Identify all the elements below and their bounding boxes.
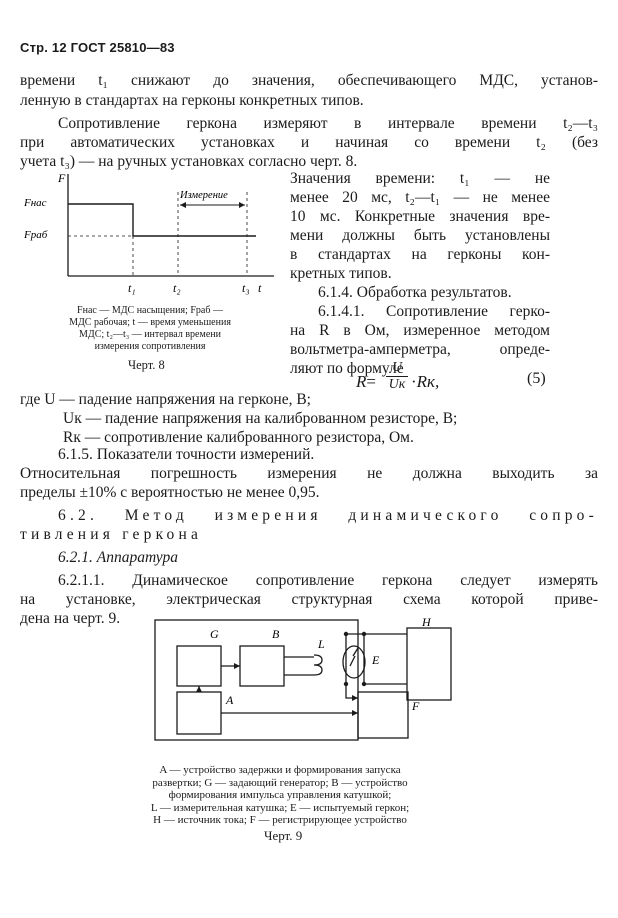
page-number: Стр. 12 <box>20 40 67 55</box>
p6211-line-1: 6.2.1.1. Динамическое сопротивление герк… <box>58 572 598 589</box>
section-621: 6.2.1. Аппаратура <box>58 549 178 566</box>
label-a: A <box>225 693 234 707</box>
p1-line-1: времени t₁ снижают до значения, обеспечи… <box>20 72 598 89</box>
label-f: F <box>411 699 420 713</box>
diagram-9-legend-line: A — устройство задержки и формирования з… <box>159 764 401 776</box>
diagram-9-legend-line: развертки; G — задающий генератор; B — у… <box>152 776 408 789</box>
right-col-line: вольтметра-амперметра, опреде- <box>290 341 550 358</box>
wire-h <box>346 633 407 685</box>
where-line: Uк — падение напряжения на калиброванном… <box>63 410 458 427</box>
outer-frame <box>154 619 359 741</box>
label-g: G <box>210 627 219 641</box>
axis-x-label: t <box>258 281 262 295</box>
diagram-9-legend: A — устройство задержки и формирования з… <box>110 764 450 827</box>
section-62-line-1: 6.2. Метод измерения динамического сопро… <box>58 507 598 524</box>
formula-r: R <box>356 372 367 391</box>
wire-e-f-left <box>345 634 358 699</box>
formula-denominator: Uк <box>386 376 408 393</box>
label-b: B <box>272 627 280 641</box>
formula-rk-value: Rк, <box>416 372 440 391</box>
right-col-line: Значения времени: t₁ — не <box>290 170 550 187</box>
t2-label: t₂ <box>173 281 181 295</box>
block-h <box>406 627 452 701</box>
t1-label: t₁ <box>128 281 136 295</box>
diagram-9-legend-line: L — измерительная катушка; E — испытуемы… <box>150 801 410 814</box>
formula-number: (5) <box>527 370 546 387</box>
formula-eq: = <box>366 372 376 391</box>
chart-8: F Fнас Fраб Измерение t₁ t₂ t₃ t <box>23 172 274 295</box>
right-col-line: мени должны быть установлены <box>290 227 550 244</box>
formula-numerator: U <box>391 360 403 375</box>
label-e: E <box>371 653 380 667</box>
formula-dot: · <box>411 372 417 391</box>
diagram-9: G B L H E A F <box>154 615 452 741</box>
p6211-line-3: дена на черт. 9. <box>20 610 121 627</box>
chart-8-legend-line: Fнас — МДС насыщения; Fраб — <box>77 305 223 316</box>
section-62-line-2: тивления геркона <box>20 526 203 543</box>
t3-label: t₃ <box>242 281 250 295</box>
p1-line-2: ленную в стандартах на герконы конкретны… <box>20 92 364 109</box>
measure-label: Измерение <box>179 190 228 201</box>
reed-contacts <box>349 647 359 667</box>
chart-8-caption: Черт. 8 <box>128 358 165 372</box>
block-a <box>176 691 222 735</box>
chart-8-legend-line: МДС рабочая; t — время уменьшения <box>69 317 231 328</box>
reed-switch-e <box>342 645 366 679</box>
chart-8-legend: Fнас — МДС насыщения; Fраб — МДС рабочая… <box>26 305 274 353</box>
section-615: 6.1.5. Показатели точности измерений. <box>58 446 315 463</box>
accuracy-line-2: пределы ±10% с вероятностью не менее 0,9… <box>20 484 320 501</box>
right-col-line: ляют по формуле <box>290 360 404 377</box>
where-line: Rк — сопротивление калиброванного резист… <box>63 429 414 446</box>
right-col-line: в стандартах на герконы кон- <box>290 246 550 263</box>
diagram-9-caption: Черт. 9 <box>264 828 303 843</box>
axis-y-label: F <box>57 172 66 185</box>
page-header: Стр. 12 ГОСТ 25810—83 <box>20 40 175 55</box>
chart-8-legend-line: МДС; t₂—t₃ — интервал времени <box>79 329 221 340</box>
standard-code: ГОСТ 25810—83 <box>70 40 175 55</box>
p2-line-3: учета t₃) — на ручных установках согласн… <box>20 153 358 170</box>
formula-rk: ·Rк, <box>411 372 439 392</box>
formula-lhs: R= <box>356 372 376 392</box>
block-b <box>239 645 285 687</box>
block-g <box>176 645 222 687</box>
p6211-line-2: на установке, электрическая структурная … <box>20 591 598 608</box>
right-col-line: 10 мс. Конкретные значения вре- <box>290 208 550 225</box>
p2-line-1: Сопротивление геркона измеряют в интерва… <box>58 115 598 132</box>
label-h: H <box>421 615 432 629</box>
f-nas-label: Fнас <box>23 197 47 209</box>
coil-l <box>313 654 323 676</box>
right-col-line: менее 20 мс, t₂—t₁ — не менее <box>290 189 550 206</box>
label-l: L <box>317 637 325 651</box>
p2-line-2: при автоматических установках и начиная … <box>20 134 598 151</box>
where-line: где U — падение напряжения на герконе, В… <box>20 391 311 408</box>
right-col-line: на R в Ом, измеренное методом <box>290 322 550 339</box>
right-col-line: 6.1.4. Обработка результатов. <box>318 284 512 301</box>
block-f <box>357 691 409 739</box>
f-curve <box>68 203 256 237</box>
formula-fraction: U Uк <box>386 360 408 393</box>
diagram-9-legend-line: формирования импульса управления катушко… <box>168 789 392 801</box>
diagram-9-legend-line: H — источник тока; F — регистрирующее ус… <box>153 814 407 826</box>
right-col-line: кретных типов. <box>290 265 392 282</box>
chart-8-legend-line: измерения сопротивления <box>94 341 206 352</box>
right-col-line: 6.1.4.1. Сопротивление герко- <box>318 303 550 320</box>
f-rab-label: Fраб <box>23 229 48 241</box>
wire-b-l <box>284 656 314 676</box>
accuracy-line-1: Относительная погрешность измерения не д… <box>20 465 598 482</box>
